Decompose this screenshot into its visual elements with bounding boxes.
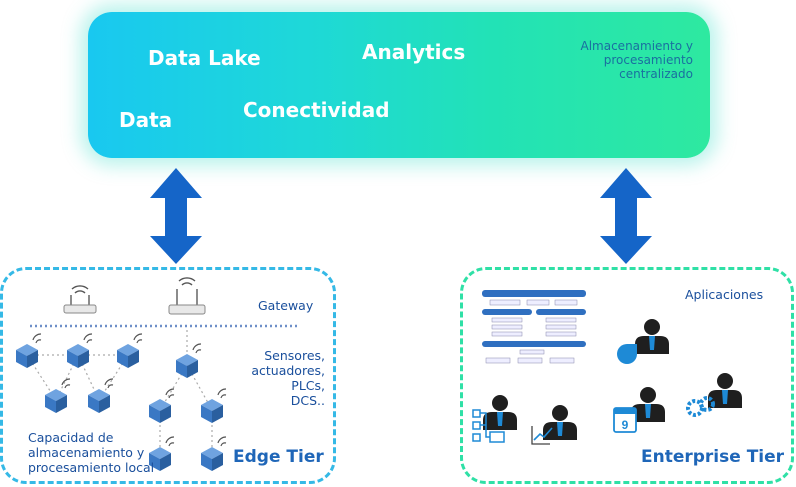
person-with-calendar-icon: 9 bbox=[613, 387, 665, 433]
person-with-flowchart-icon bbox=[472, 395, 517, 443]
signal-arcs bbox=[32, 333, 227, 447]
enterprise-tier-box bbox=[460, 267, 794, 484]
data-label: Data bbox=[119, 108, 173, 132]
analytics-label: Analytics bbox=[362, 40, 466, 64]
storage-note: Almacenamiento y procesamiento centraliz… bbox=[580, 39, 694, 81]
sensors-label: Sensores, actuadores, PLCs, DCS.. bbox=[251, 348, 325, 408]
conectividad-label: Conectividad bbox=[243, 98, 390, 122]
edge-tier-box bbox=[0, 267, 336, 484]
person-with-pie-chart-icon bbox=[617, 319, 669, 364]
enterprise-double-arrow bbox=[600, 168, 652, 264]
gateway-label: Gateway bbox=[258, 298, 314, 313]
person-with-gears-icon bbox=[686, 373, 742, 417]
edge-double-arrow bbox=[150, 168, 202, 264]
central-cloud-panel bbox=[88, 12, 710, 158]
application-mockup-icon bbox=[478, 286, 590, 372]
calendar-day-text: 9 bbox=[622, 418, 629, 432]
person-with-growth-chart-icon bbox=[531, 405, 577, 445]
sensor-cube-icons bbox=[16, 344, 223, 471]
applications-label: Aplicaciones bbox=[685, 287, 764, 302]
enterprise-tier-label: Enterprise Tier bbox=[641, 447, 785, 467]
router-icon bbox=[168, 277, 206, 315]
router-icon bbox=[63, 285, 97, 314]
data-lake-label: Data Lake bbox=[148, 46, 261, 70]
edge-tier-label: Edge Tier bbox=[233, 447, 324, 467]
local-capacity-label: Capacidad de almacenamiento y procesamie… bbox=[28, 430, 155, 475]
